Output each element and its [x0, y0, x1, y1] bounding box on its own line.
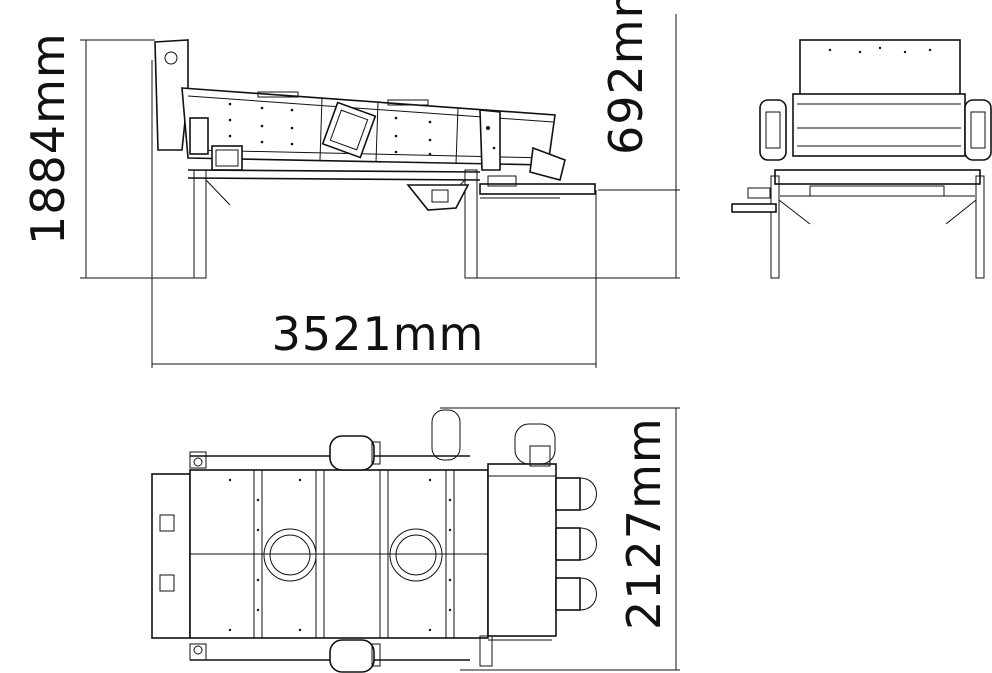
dimension-length: 3521mm — [272, 307, 485, 361]
dimension-width: 2127mm — [617, 417, 671, 630]
outlets — [555, 477, 597, 611]
dimension-height-discharge: 692mm — [599, 0, 653, 155]
top-view — [151, 407, 680, 673]
side-view — [80, 14, 680, 368]
front-view — [731, 39, 992, 279]
dimension-height-side: 1884mm — [21, 32, 75, 245]
